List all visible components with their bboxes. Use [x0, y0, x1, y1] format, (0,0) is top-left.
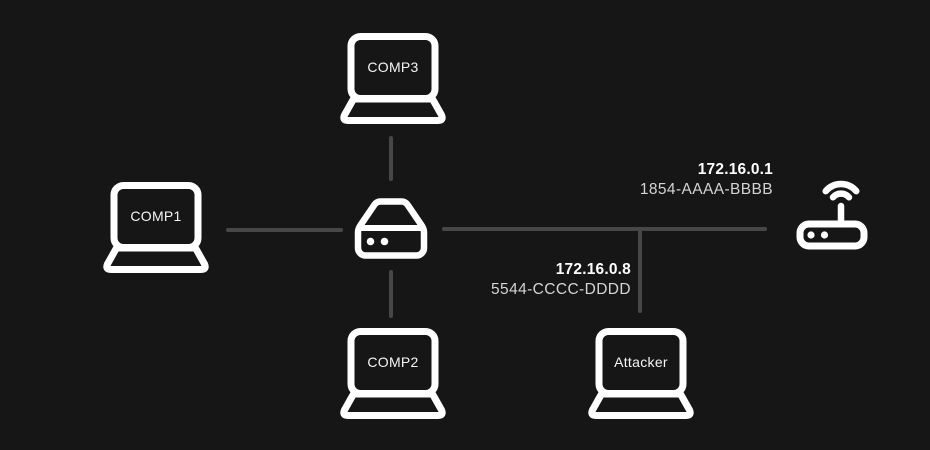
link-switch-router — [442, 227, 767, 231]
attacker-hwid-label: 5544-CCCC-DDDD — [491, 280, 631, 298]
device-label-comp3: COMP3 — [367, 59, 419, 75]
device-label-comp1: COMP1 — [130, 208, 182, 224]
wifi-router-icon — [795, 175, 871, 253]
link-attacker-branch — [638, 229, 642, 313]
laptop-icon — [338, 33, 448, 126]
router-ip-label: 172.16.0.1 — [697, 161, 773, 178]
device-label-attacker: Attacker — [614, 354, 668, 370]
attacker-ip-label: 172.16.0.8 — [555, 261, 631, 278]
device-comp3: COMP3 — [338, 33, 448, 126]
device-comp2: COMP2 — [338, 328, 448, 421]
laptop-icon — [586, 328, 696, 421]
device-switch — [354, 198, 428, 259]
device-attacker: Attacker — [586, 328, 696, 421]
link-comp1-switch — [226, 228, 343, 232]
laptop-icon — [101, 182, 211, 275]
router-hwid-label: 1854-AAAA-BBBB — [639, 180, 773, 198]
device-router — [795, 175, 871, 253]
router-annotation: 172.16.0.1 1854-AAAA-BBBB — [640, 162, 773, 197]
attacker-annotation: 172.16.0.8 5544-CCCC-DDDD — [491, 262, 631, 297]
switch-icon — [354, 198, 428, 259]
laptop-icon — [338, 328, 448, 421]
link-comp2-switch — [389, 270, 393, 318]
device-label-comp2: COMP2 — [367, 354, 419, 370]
device-comp1: COMP1 — [101, 182, 211, 275]
link-comp3-switch — [389, 136, 393, 181]
